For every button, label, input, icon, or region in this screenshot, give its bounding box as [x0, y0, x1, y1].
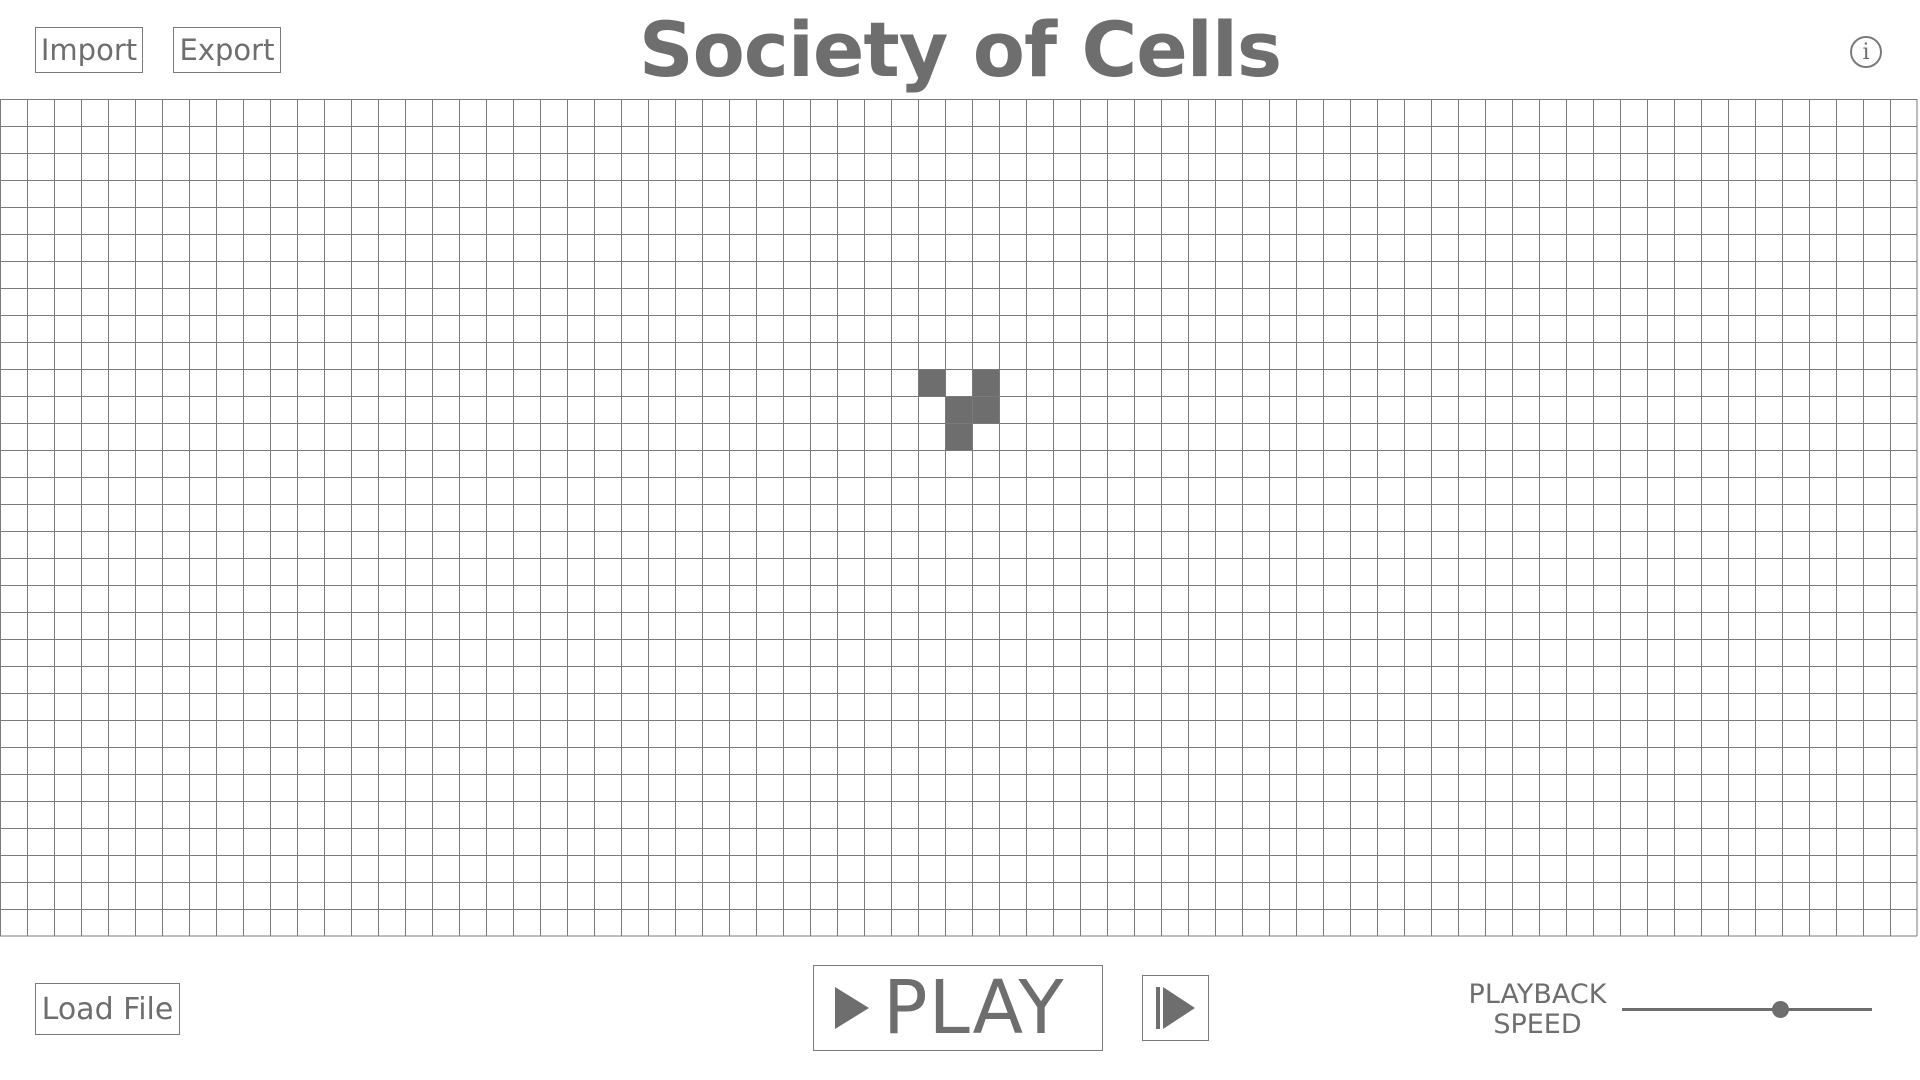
step-forward-icon-bar	[1156, 987, 1160, 1029]
play-button-label: PLAY	[883, 965, 1065, 1051]
live-cell[interactable]	[945, 423, 972, 450]
playback-speed-label: PLAYBACK SPEED	[1450, 980, 1625, 1040]
step-forward-icon	[1163, 987, 1195, 1029]
live-cell[interactable]	[972, 369, 999, 396]
playback-speed-slider[interactable]	[1622, 994, 1872, 1024]
play-icon	[835, 987, 869, 1029]
slider-thumb[interactable]	[1771, 1001, 1789, 1018]
play-button[interactable]: PLAY	[813, 965, 1103, 1051]
load-file-button[interactable]: Load File	[35, 983, 180, 1035]
export-button[interactable]: Export	[173, 27, 281, 73]
playback-speed-label-line1: PLAYBACK	[1468, 979, 1607, 1010]
page-title: Society of Cells	[638, 5, 1282, 94]
live-cell[interactable]	[918, 369, 945, 396]
import-button[interactable]: Import	[35, 27, 143, 73]
live-cell[interactable]	[972, 396, 999, 423]
info-icon[interactable]: i	[1850, 36, 1882, 68]
cell-grid[interactable]	[0, 99, 1920, 937]
playback-speed-label-line2: SPEED	[1493, 1009, 1582, 1040]
step-button[interactable]	[1142, 975, 1209, 1041]
cell-grid-canvas[interactable]	[0, 99, 1920, 937]
slider-track[interactable]	[1622, 1008, 1872, 1011]
live-cell[interactable]	[945, 396, 972, 423]
